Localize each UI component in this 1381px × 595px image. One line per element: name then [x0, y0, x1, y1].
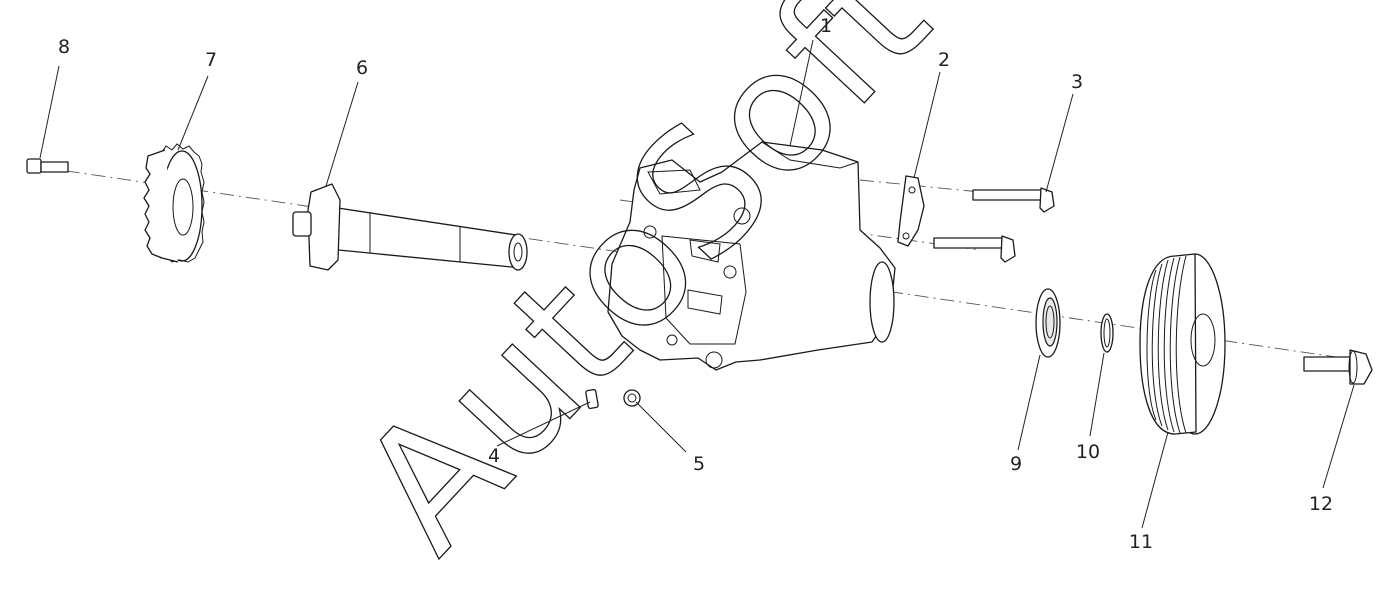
- callout-labels: 1 2 3 4 5 6 7 8 9 10 11 12: [58, 15, 1333, 553]
- callout-9: 9: [1010, 453, 1022, 475]
- part-7-gear: [143, 143, 205, 263]
- part-1-pump-housing: [607, 141, 896, 371]
- callout-8: 8: [58, 36, 70, 58]
- part-2-flange: [897, 175, 925, 247]
- callout-12: 12: [1309, 493, 1333, 515]
- part-12-bolt: [1303, 349, 1373, 385]
- part-3-bolts: [933, 187, 1055, 263]
- callout-6: 6: [356, 57, 368, 79]
- callout-10: 10: [1076, 441, 1100, 463]
- part-4-pin: [585, 388, 599, 410]
- callout-11: 11: [1129, 531, 1153, 553]
- leader-lines: [39, 39, 1355, 529]
- part-10-oring: [1100, 313, 1114, 353]
- part-8-bolt: [26, 158, 69, 174]
- part-11-pulley: [1139, 253, 1226, 435]
- callout-3: 3: [1071, 71, 1083, 93]
- callout-2: 2: [938, 49, 950, 71]
- part-6-shaft: [292, 183, 528, 271]
- callout-1: 1: [820, 15, 832, 37]
- part-9-seal: [1035, 288, 1061, 358]
- callout-4: 4: [488, 445, 500, 467]
- callout-7: 7: [205, 49, 217, 71]
- callout-5: 5: [693, 453, 705, 475]
